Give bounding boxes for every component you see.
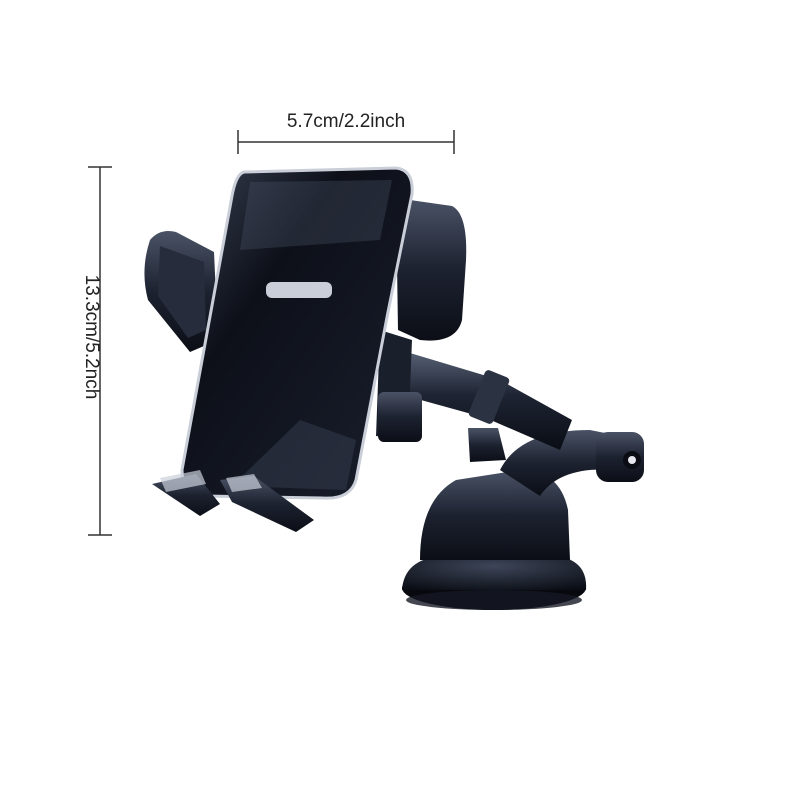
suction-base: [402, 470, 587, 610]
mount-neck: [500, 430, 644, 496]
telescopic-arm: [392, 350, 572, 462]
cradle-face: [180, 166, 414, 500]
width-dimension-line: [237, 130, 455, 154]
height-dimension-label: 13.3cm/5.2nch: [81, 274, 102, 400]
bottom-feet: [152, 470, 314, 532]
release-button: [266, 282, 332, 298]
width-dimension-label: 5.7cm/2.2inch: [286, 111, 406, 132]
height-dimension-line: [88, 166, 112, 536]
side-grip-left: [144, 231, 218, 352]
side-grip-right: [376, 198, 467, 442]
